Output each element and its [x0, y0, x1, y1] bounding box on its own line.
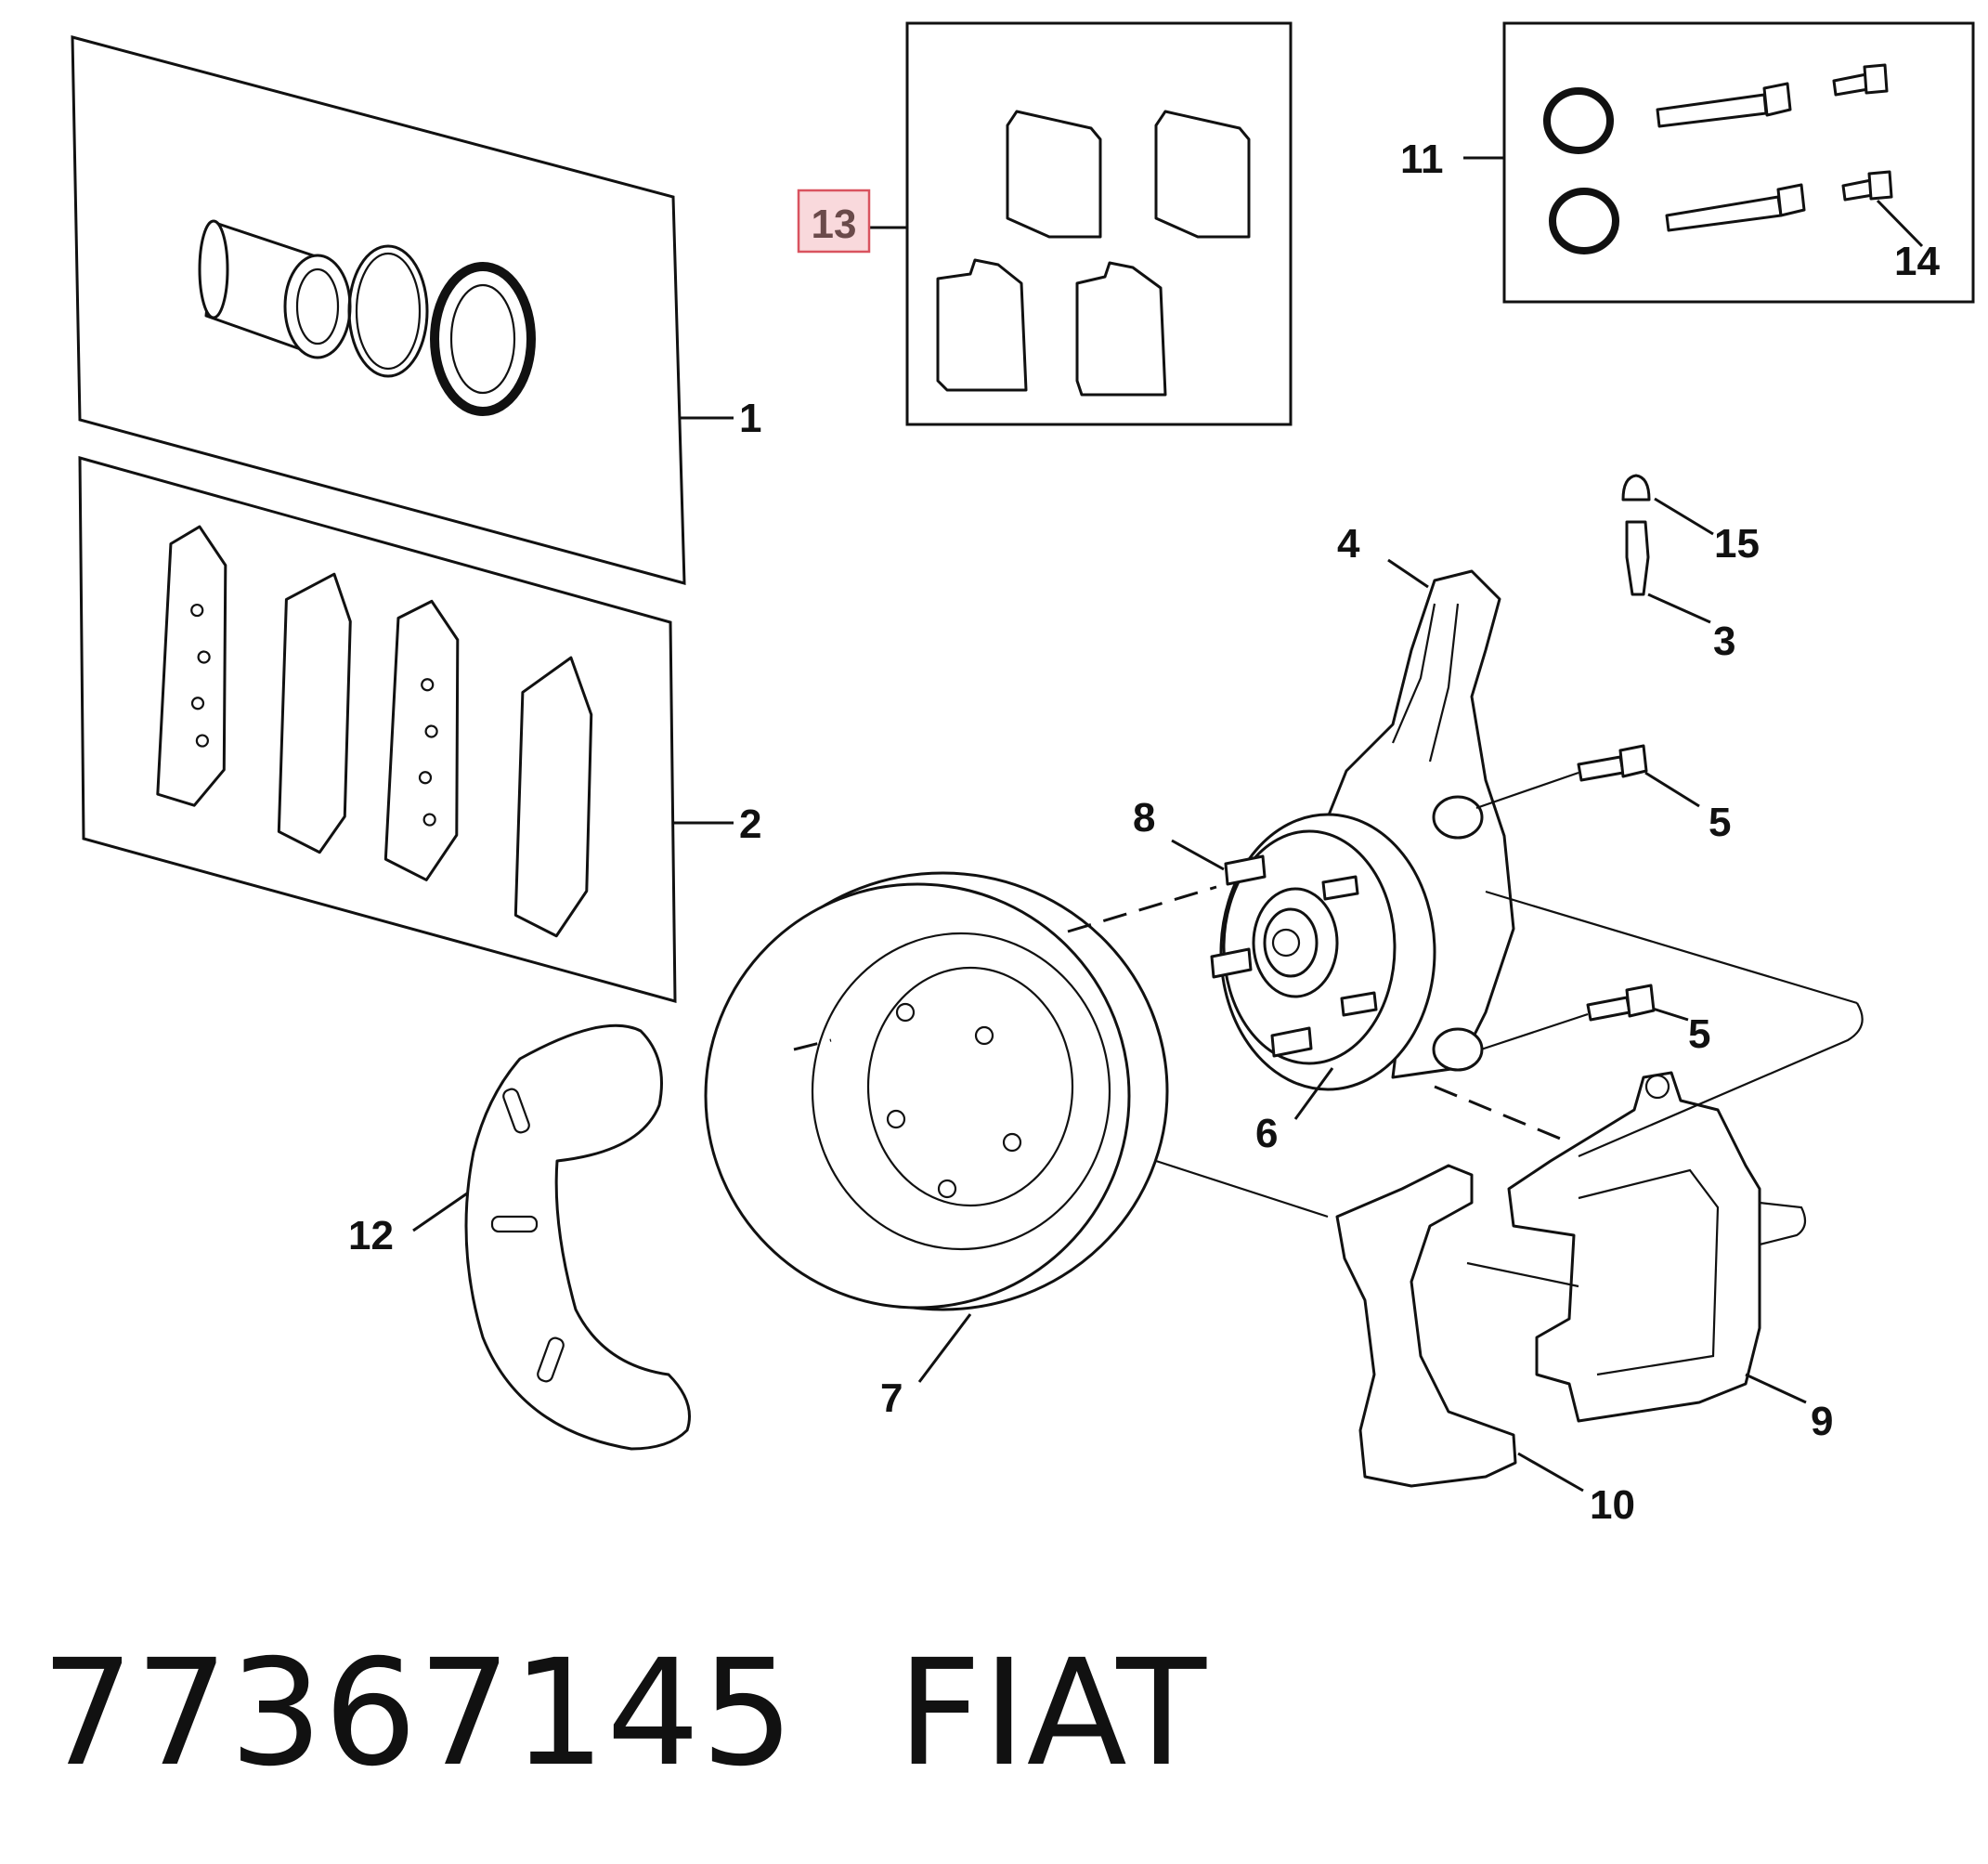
callout-8[interactable]: 8: [1133, 795, 1155, 841]
part-number: 77367145: [41, 1628, 796, 1799]
guide-pin: [1656, 82, 1806, 232]
pad-hardware-panel: 13: [797, 21, 1293, 426]
callout-1[interactable]: 1: [739, 396, 761, 441]
brand-name: FIAT: [897, 1628, 1208, 1799]
splash-shield: [464, 1023, 691, 1451]
brake-rotor: [704, 871, 1169, 1311]
assembly-guide-lines: [793, 885, 1864, 1288]
callout-7[interactable]: 7: [880, 1375, 903, 1421]
caliper-piston: [198, 219, 352, 359]
callout-9[interactable]: 9: [1811, 1399, 1833, 1444]
callout-4[interactable]: 4: [1337, 521, 1360, 567]
brake-assembly-diagram: 1 2 13: [71, 21, 1975, 1528]
callout-2[interactable]: 2: [739, 802, 761, 847]
callout-14[interactable]: 14: [1894, 239, 1940, 284]
callout-10[interactable]: 10: [1590, 1482, 1635, 1528]
callout-6[interactable]: 6: [1255, 1111, 1278, 1156]
callout-15[interactable]: 15: [1714, 521, 1760, 567]
pin-boot: [1543, 87, 1619, 254]
callout-5a[interactable]: 5: [1709, 800, 1731, 845]
brake-caliper: [1507, 1071, 1761, 1423]
brake-pad: [277, 572, 352, 854]
piston-seal-kit-panel: 1: [71, 35, 761, 585]
wheel-stud: [1210, 854, 1378, 1058]
callout-11[interactable]: 11: [1400, 137, 1444, 182]
brake-pad: [513, 656, 593, 938]
dust-boot: [430, 262, 536, 416]
caliper-bolt: [1832, 63, 1893, 202]
caliper-bracket: [1335, 1164, 1517, 1488]
piston-seal-ring: [347, 244, 429, 378]
steering-knuckle: [1326, 569, 1515, 1079]
brake-pad: [156, 525, 227, 807]
bleeder-cap: [1621, 474, 1651, 502]
callout-13-highlight: [797, 189, 871, 254]
callout-12[interactable]: 12: [348, 1213, 394, 1258]
callout-5b[interactable]: 5: [1688, 1011, 1710, 1057]
knuckle-bolt: [1586, 984, 1656, 1022]
bleeder-screw: [1625, 520, 1650, 596]
knuckle-bolt: [1577, 744, 1648, 782]
brake-pad: [383, 599, 460, 881]
callout-13[interactable]: 13: [812, 202, 857, 247]
hub-bearing-assembly: [1219, 813, 1436, 1091]
guide-pin-kit-panel: 11 14: [1400, 21, 1975, 304]
brake-pads-panel: 2: [78, 456, 761, 1003]
callout-3[interactable]: 3: [1713, 619, 1735, 664]
